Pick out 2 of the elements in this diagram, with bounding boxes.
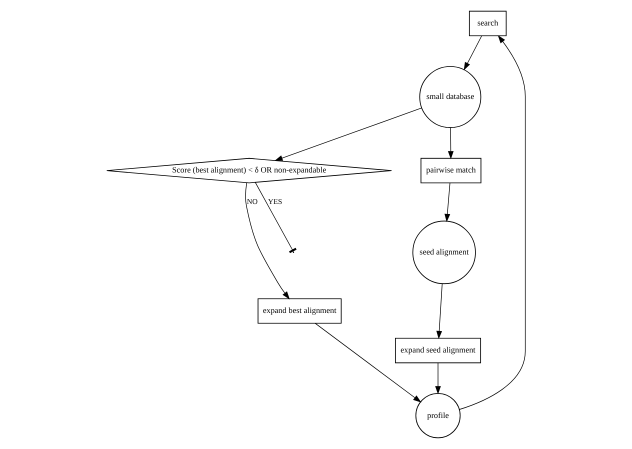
edge-label: YES bbox=[268, 196, 282, 206]
edge-label: NO bbox=[246, 196, 258, 206]
